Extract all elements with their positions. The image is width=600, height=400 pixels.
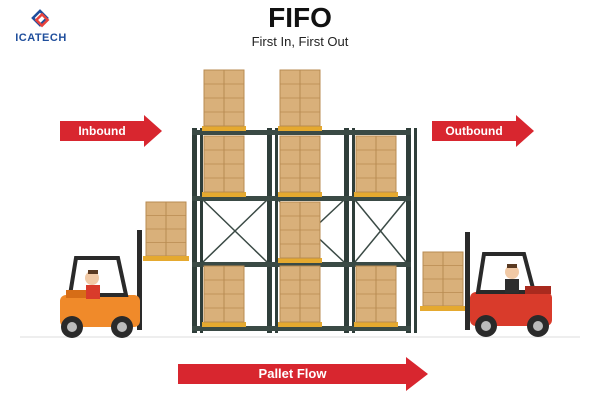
outbound-arrow [432, 115, 534, 147]
rack-upright [200, 128, 203, 333]
rack-upright [275, 128, 278, 333]
rack-upright [414, 128, 417, 333]
box-stack [421, 251, 465, 311]
inbound-arrow [60, 115, 162, 147]
box-stack [354, 135, 398, 197]
pallet [278, 258, 322, 263]
pallet [278, 192, 322, 197]
rack-beam [192, 262, 411, 267]
brand-logo: ICATECH [6, 6, 76, 46]
rack-beam [192, 326, 411, 331]
pallet [354, 192, 398, 197]
box-stack [202, 265, 246, 327]
pallet [354, 322, 398, 327]
rack-upright [267, 128, 272, 333]
pallet [202, 322, 246, 327]
box-stack [278, 69, 322, 131]
rack-upright [352, 128, 355, 333]
box-stack [278, 135, 322, 197]
forklift-right [420, 232, 552, 337]
pallet-flow-label: Pallet Flow [258, 366, 327, 381]
box-stack [202, 135, 246, 197]
box-stack [354, 265, 398, 327]
rack-upright [192, 128, 197, 333]
outbound-label: Outbound [445, 124, 503, 138]
pallet [278, 322, 322, 327]
rack-upright [406, 128, 411, 333]
rack-beam [192, 196, 411, 201]
forklift-left [60, 230, 189, 338]
rack-beam [192, 130, 411, 135]
rack-upright [344, 128, 349, 333]
box-stack [144, 201, 188, 261]
box-stack [278, 201, 322, 263]
pallet [278, 126, 322, 131]
box-stack [278, 265, 322, 327]
diamond-logo-icon [31, 9, 50, 28]
rack-brace [202, 199, 268, 263]
page-subtitle: First In, First Out [251, 34, 349, 49]
brand-name: ICATECH [15, 32, 67, 44]
pallet [202, 192, 246, 197]
page-title: FIFO [268, 2, 332, 33]
rack-brace [354, 199, 407, 263]
inbound-label: Inbound [78, 124, 126, 138]
pallet [202, 126, 246, 131]
pallet-flow-arrow [178, 357, 428, 391]
box-stack [202, 69, 246, 131]
